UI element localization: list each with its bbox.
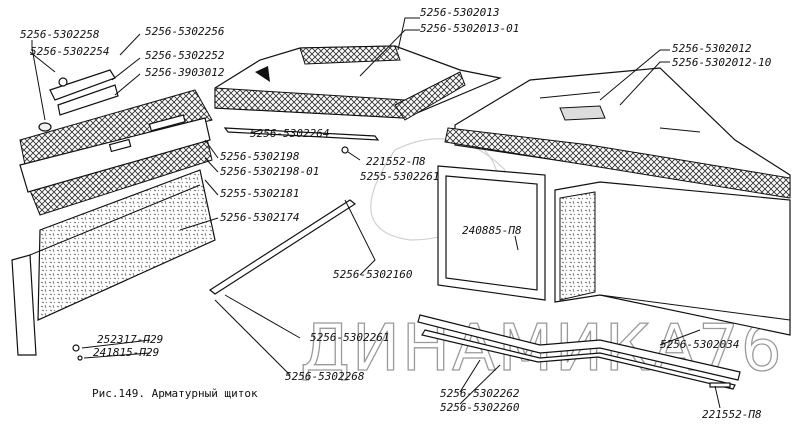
- figure-caption: Рис.149. Арматурный щиток: [92, 387, 258, 400]
- screws: [72, 344, 83, 361]
- label-5256-5302254: 5256-5302254: [30, 45, 109, 58]
- label-221552-p8-top: 221552-П8: [366, 155, 426, 168]
- part-labels: 5256-5302013 5256-5302013-01 5256-530201…: [20, 6, 772, 421]
- hood-panel: [214, 45, 503, 121]
- label-5256-5302264: 5256-5302264: [250, 127, 329, 140]
- label-221552-p8-bottom: 221552-П8: [702, 408, 762, 421]
- label-5256-5302012-10: 5256-5302012-10: [672, 56, 772, 69]
- main-dash-panel: [444, 67, 791, 199]
- label-240885-p8: 240885-П8: [462, 224, 522, 237]
- label-5256-5302256: 5256-5302256: [145, 25, 225, 38]
- right-box-panel: [554, 181, 791, 336]
- label-5256-5302160: 5256-5302160: [333, 268, 413, 281]
- label-5255-5302181: 5255-5302181: [220, 187, 299, 200]
- label-5256-5302013: 5256-5302013: [420, 6, 499, 19]
- bottom-rails: [417, 314, 741, 390]
- label-5256-3903012: 5256-3903012: [145, 66, 225, 79]
- label-5256-5302174: 5256-5302174: [220, 211, 299, 224]
- window-frame: [437, 165, 546, 301]
- label-5256-5302268: 5256-5302268: [285, 370, 365, 383]
- label-5256-5302034: 5256-5302034: [660, 338, 739, 351]
- label-252317-p29: 252317-П29: [97, 333, 163, 346]
- label-5256-5302260: 5256-5302260: [440, 401, 520, 414]
- label-5256-5302261-bottom: 5256-5302261: [310, 331, 389, 344]
- label-5256-5302012: 5256-5302012: [672, 42, 752, 55]
- label-5256-5302252: 5256-5302252: [145, 49, 225, 62]
- leader-lines: [29, 17, 721, 409]
- small-bracket-parts: [38, 69, 119, 132]
- label-5256-5302198: 5256-5302198: [220, 150, 300, 163]
- label-5255-5302261: 5255-5302261: [360, 170, 439, 183]
- label-5256-5302013-01: 5256-5302013-01: [420, 22, 519, 35]
- label-5256-5302262: 5256-5302262: [440, 387, 520, 400]
- label-241815-p29: 241815-П29: [93, 346, 159, 359]
- lower-left-panel: [11, 169, 216, 356]
- left-trim-strip: [19, 89, 213, 216]
- middle-strips: [208, 127, 380, 295]
- label-5256-5302258: 5256-5302258: [20, 28, 100, 41]
- label-5256-5302198-01: 5256-5302198-01: [220, 165, 319, 178]
